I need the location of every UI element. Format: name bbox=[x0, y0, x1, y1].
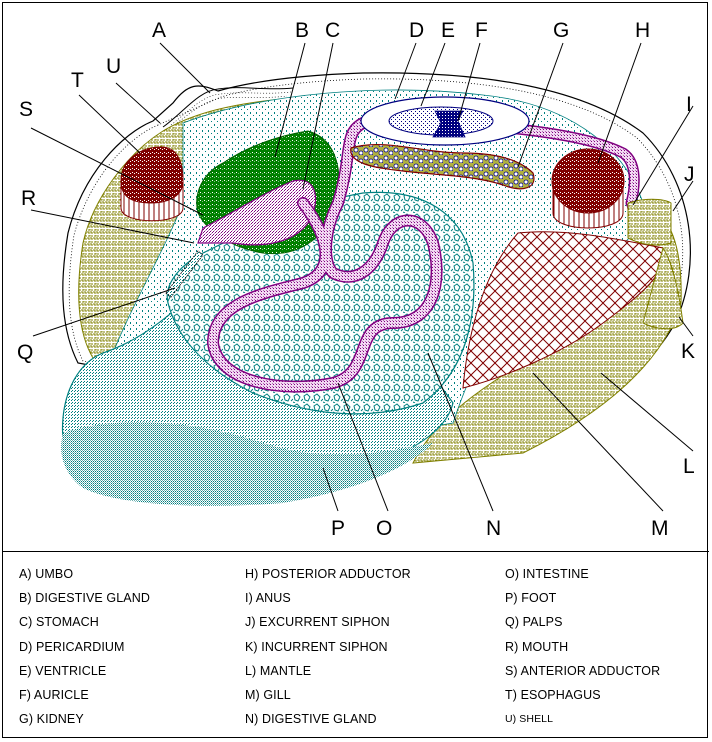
excurrent-siphon bbox=[627, 198, 672, 246]
legend-item: G) KIDNEY bbox=[19, 712, 84, 727]
foot-lower bbox=[61, 422, 434, 506]
label-m: M bbox=[651, 517, 669, 540]
legend-item: M) GILL bbox=[245, 687, 291, 702]
label-k: K bbox=[681, 340, 695, 363]
label-i: I bbox=[686, 93, 692, 116]
label-f: F bbox=[475, 19, 488, 42]
posterior-adductor bbox=[551, 148, 625, 214]
label-c: C bbox=[325, 19, 340, 42]
legend-item: O) INTESTINE bbox=[505, 567, 589, 581]
legend-item: N) DIGESTIVE GLAND bbox=[245, 712, 377, 727]
legend: A) UMBO B) DIGESTIVE GLAND C) STOMACH D)… bbox=[3, 553, 709, 737]
label-r: R bbox=[21, 187, 36, 210]
legend-column-1: A) UMBO B) DIGESTIVE GLAND C) STOMACH D)… bbox=[19, 567, 150, 736]
auricle bbox=[432, 110, 466, 138]
leader-lines bbox=[30, 42, 694, 512]
legend-item: L) MANTLE bbox=[245, 663, 312, 678]
shell-outline bbox=[62, 72, 691, 434]
legend-item: B) DIGESTIVE GLAND bbox=[19, 591, 150, 606]
legend-item: I) ANUS bbox=[245, 591, 291, 606]
label-l: L bbox=[683, 455, 695, 478]
label-j: J bbox=[684, 163, 695, 186]
anterior-adductor bbox=[120, 146, 184, 204]
legend-item: J) EXCURRENT SIPHON bbox=[245, 615, 390, 630]
legend-item: T) ESOPHAGUS bbox=[505, 687, 601, 702]
legend-item: D) PERICARDIUM bbox=[19, 639, 125, 654]
label-q: Q bbox=[17, 341, 33, 364]
label-a: A bbox=[152, 19, 166, 42]
legend-item: Q) PALPS bbox=[505, 615, 563, 630]
label-t: T bbox=[71, 69, 84, 92]
legend-column-2: H) POSTERIOR ADDUCTOR I) ANUS J) EXCURRE… bbox=[245, 567, 411, 736]
stomach bbox=[197, 179, 317, 246]
label-p: P bbox=[331, 517, 345, 540]
gill bbox=[462, 231, 665, 389]
legend-item: H) POSTERIOR ADDUCTOR bbox=[245, 567, 411, 581]
legend-column-3: O) INTESTINE P) FOOT Q) PALPS R) MOUTH S… bbox=[505, 567, 660, 736]
label-g: G bbox=[553, 19, 569, 42]
legend-item: S) ANTERIOR ADDUCTOR bbox=[505, 663, 661, 678]
label-o: O bbox=[376, 517, 392, 540]
legend-item: U) SHELL bbox=[505, 713, 554, 726]
legend-item: K) INCURRENT SIPHON bbox=[245, 639, 388, 654]
kidney bbox=[350, 143, 535, 190]
legend-item: F) AURICLE bbox=[19, 687, 89, 702]
label-e: E bbox=[441, 19, 455, 42]
legend-item: C) STOMACH bbox=[19, 615, 99, 630]
clam-anatomy-diagram: A B C D E F G H I J K L M N O P Q R S T … bbox=[17, 19, 695, 540]
legend-item: A) UMBO bbox=[19, 567, 74, 581]
palps bbox=[165, 250, 204, 298]
legend-item: R) MOUTH bbox=[505, 639, 569, 654]
label-b: B bbox=[295, 19, 309, 42]
legend-item: E) VENTRICLE bbox=[19, 663, 107, 678]
umbo bbox=[162, 87, 294, 128]
label-d: D bbox=[409, 19, 424, 42]
legend-item: P) FOOT bbox=[505, 591, 557, 606]
label-h: H bbox=[635, 19, 650, 42]
label-s: S bbox=[19, 98, 33, 121]
legend-divider bbox=[3, 551, 709, 552]
label-u: U bbox=[106, 55, 121, 78]
label-n: N bbox=[486, 517, 501, 540]
